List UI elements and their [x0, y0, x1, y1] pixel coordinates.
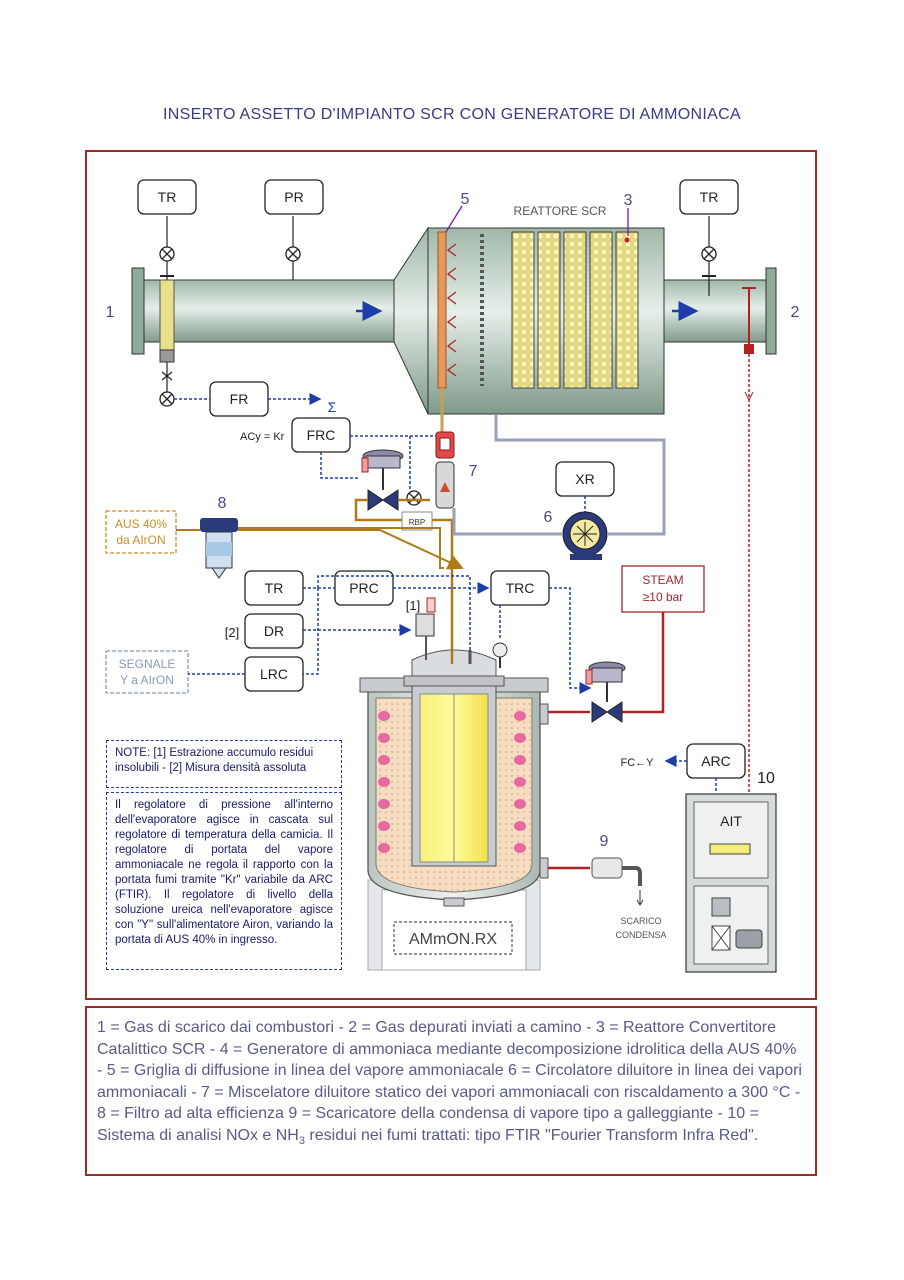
aus-feed-box: AUS 40% da AIrON [105, 510, 177, 554]
heating-coil-left [378, 711, 390, 853]
tr-mid-label: TR [265, 580, 284, 596]
segnale-box: SEGNALE Y a AIrON [105, 650, 189, 694]
mark-1: [1] [406, 598, 420, 613]
rbp-valve: RBP [401, 511, 433, 531]
fr-label: FR [230, 391, 249, 407]
note-box-2: Il regolatore di pressione all'interno d… [106, 792, 342, 970]
instrument-pr: PR [264, 179, 324, 215]
scr-catalyst [480, 231, 639, 389]
fc-y-label: FC←Y [621, 757, 655, 769]
ammonia-diffusion-grid [437, 231, 457, 430]
page-title: INSERTO ASSETTO D'IMPIANTO SCR CON GENER… [163, 106, 741, 123]
scarico-line1: SCARICO [620, 916, 661, 926]
ammon-rx-label-box: AMmON.RX [393, 921, 513, 955]
label-9: 9 [600, 833, 609, 850]
arc-label: ARC [701, 753, 731, 769]
label-3: 3 [624, 192, 633, 209]
label-1: 1 [106, 304, 115, 321]
legend-box: 1 = Gas di scarico dai combustori - 2 = … [85, 1006, 817, 1176]
sigma-label: Σ [328, 399, 337, 415]
tr-right-label: TR [700, 189, 719, 205]
condensate-trap [591, 857, 644, 906]
instrument-arc: ARC [686, 743, 746, 779]
pr-label: PR [284, 189, 303, 205]
heating-coil-right [514, 711, 526, 853]
trc-label: TRC [506, 580, 535, 596]
label-8: 8 [218, 495, 227, 512]
steam-line1: STEAM [642, 573, 683, 587]
instrument-dr: DR [244, 613, 304, 649]
steam-control-valve [585, 661, 626, 723]
ftir-analyzer-cabinet: AIT [685, 793, 777, 973]
segnale-line2: Y a AIrON [120, 673, 174, 687]
rbp-label: RBP [409, 518, 425, 527]
ammonia-generator-vessel [359, 597, 549, 971]
label-5-leader [445, 205, 463, 233]
aus-line2: da AIrON [116, 533, 165, 547]
xr-label: XR [575, 471, 594, 487]
legend-part-2: residui nei fumi trattati: tipo FTIR "Fo… [304, 1126, 759, 1144]
legend-subscript: 3 [298, 1134, 305, 1147]
instrument-frc: FRC [291, 417, 351, 453]
diagram-frame [85, 150, 817, 1000]
label-6: 6 [544, 509, 553, 526]
instrument-trc: TRC [490, 570, 550, 606]
instrument-tr-right: TR [679, 179, 739, 215]
instrument-xr: XR [555, 461, 615, 497]
mark-2: [2] [225, 625, 239, 640]
frc-label: FRC [307, 427, 336, 443]
instrument-tr-mid: TR [244, 570, 304, 606]
ammon-label: AMmON.RX [409, 931, 497, 948]
steam-line2: ≥10 bar [643, 590, 684, 604]
label-5: 5 [461, 191, 470, 208]
label-10: 10 [757, 770, 775, 787]
scarico-line2: CONDENSA [615, 930, 666, 940]
duct-taps [159, 216, 756, 407]
label-7: 7 [469, 463, 478, 480]
aus-line1: AUS 40% [115, 517, 167, 531]
instrument-tr-left: TR [137, 179, 197, 215]
high-efficiency-filter [200, 518, 238, 579]
legend-text: 1 = Gas di scarico dai combustori - 2 = … [97, 1017, 805, 1152]
instrument-fr: FR [209, 381, 269, 417]
legend-part-1: 1 = Gas di scarico dai combustori - 2 = … [97, 1019, 802, 1144]
tr-left-label: TR [158, 189, 177, 205]
steam-box: STEAM ≥10 bar [621, 565, 705, 613]
instrument-lrc: LRC [244, 656, 304, 692]
note-box-1: NOTE: [1] Estrazione accumulo residui in… [106, 740, 342, 788]
prc-label: PRC [349, 580, 379, 596]
dr-label: DR [264, 623, 284, 639]
acy-label: ACy = Kr [240, 431, 285, 443]
circulator-fan [562, 511, 608, 560]
segnale-line1: SEGNALE [119, 657, 176, 671]
ammonia-control-valve [361, 449, 404, 511]
reactor-label: REATTORE SCR [514, 204, 607, 218]
static-mixer [435, 431, 455, 509]
lrc-label: LRC [260, 666, 288, 682]
label-2: 2 [791, 304, 800, 321]
ait-label: AIT [720, 813, 742, 829]
